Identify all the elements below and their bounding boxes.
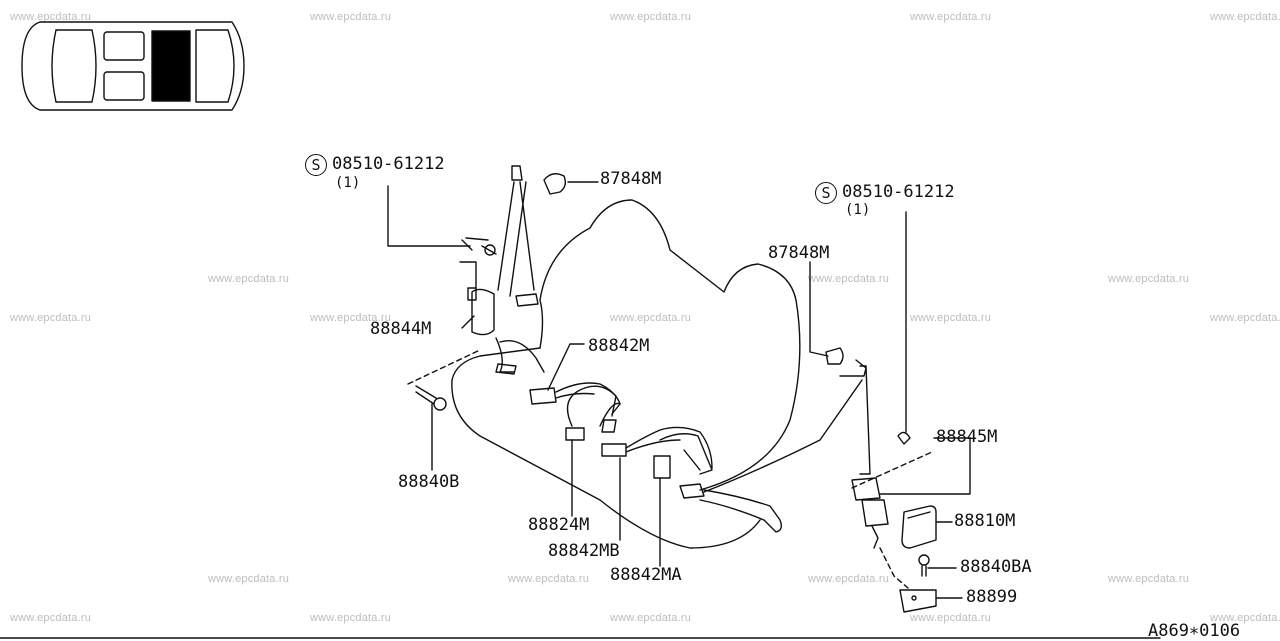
standard-part-s-icon: S <box>305 154 327 176</box>
bolt-88840B-icon <box>407 349 481 411</box>
car-locator-icon <box>21 21 245 111</box>
watermark: www.epcdata.ru <box>1108 273 1190 285</box>
callout-88842MB[interactable]: 88842MB <box>548 541 620 561</box>
diagram-reference-code: A869∗0106 <box>1148 621 1241 641</box>
watermark: www.epcdata.ru <box>1210 312 1280 324</box>
watermark: www.epcdata.ru <box>10 11 92 23</box>
tongue-plate-left <box>529 382 621 415</box>
watermark: www.epcdata.ru <box>1108 573 1190 585</box>
watermark: www.epcdata.ru <box>208 573 290 585</box>
watermark: www.epcdata.ru <box>208 273 290 285</box>
watermark: www.epcdata.ru <box>910 312 992 324</box>
callout-88845M[interactable]: 88845M <box>936 427 998 447</box>
bolt-88840BA-icon <box>879 547 930 589</box>
callout-bolt-left[interactable]: 08510-61212 <box>332 154 445 174</box>
leader-lines <box>0 181 1161 639</box>
callout-88810M[interactable]: 88810M <box>954 511 1016 531</box>
callout-88842MA[interactable]: 88842MA <box>610 565 682 585</box>
standard-part-s-icon: S <box>815 182 837 204</box>
cover-87848M-left-icon <box>543 173 567 195</box>
callout-88840B[interactable]: 88840B <box>398 472 460 492</box>
retractor-88810M-icon <box>901 505 937 549</box>
watermark: www.epcdata.ru <box>508 573 590 585</box>
right-lap-belt <box>679 359 867 533</box>
callout-bolt-left-qty: (1) <box>335 175 361 191</box>
rear-seat-outline <box>451 199 801 549</box>
watermark: www.epcdata.ru <box>10 312 92 324</box>
callout-retractor-left[interactable]: 88844M <box>370 319 432 339</box>
watermark: www.epcdata.ru <box>310 612 392 624</box>
watermark: www.epcdata.ru <box>610 11 692 23</box>
callout-88840BA[interactable]: 88840BA <box>960 557 1032 577</box>
watermark: www.epcdata.ru <box>808 273 890 285</box>
highlighted-seat-row <box>151 30 191 102</box>
watermark: www.epcdata.ru <box>910 612 992 624</box>
callout-cover-left[interactable]: 87848M <box>600 169 662 189</box>
watermark: www.epcdata.ru <box>310 11 392 23</box>
callout-cover-right[interactable]: 87848M <box>768 243 830 263</box>
watermark: www.epcdata.ru <box>1210 612 1280 624</box>
left-seatbelt <box>459 165 545 375</box>
watermark: www.epcdata.ru <box>610 312 692 324</box>
callout-tongue-left[interactable]: 88842M <box>588 336 650 356</box>
callout-bolt-right-qty: (1) <box>845 202 871 218</box>
watermark: www.epcdata.ru <box>310 312 392 324</box>
watermark: www.epcdata.ru <box>10 612 92 624</box>
callout-88824M[interactable]: 88824M <box>528 515 590 535</box>
callout-bolt-right[interactable]: 08510-61212 <box>842 182 955 202</box>
watermark: www.epcdata.ru <box>910 11 992 23</box>
watermark: www.epcdata.ru <box>1210 11 1280 23</box>
center-buckles <box>565 385 713 479</box>
watermark: www.epcdata.ru <box>808 573 890 585</box>
bracket-88899-icon <box>899 589 937 613</box>
right-seatbelt <box>825 347 933 549</box>
callout-88899[interactable]: 88899 <box>966 587 1018 607</box>
watermark: www.epcdata.ru <box>610 612 692 624</box>
